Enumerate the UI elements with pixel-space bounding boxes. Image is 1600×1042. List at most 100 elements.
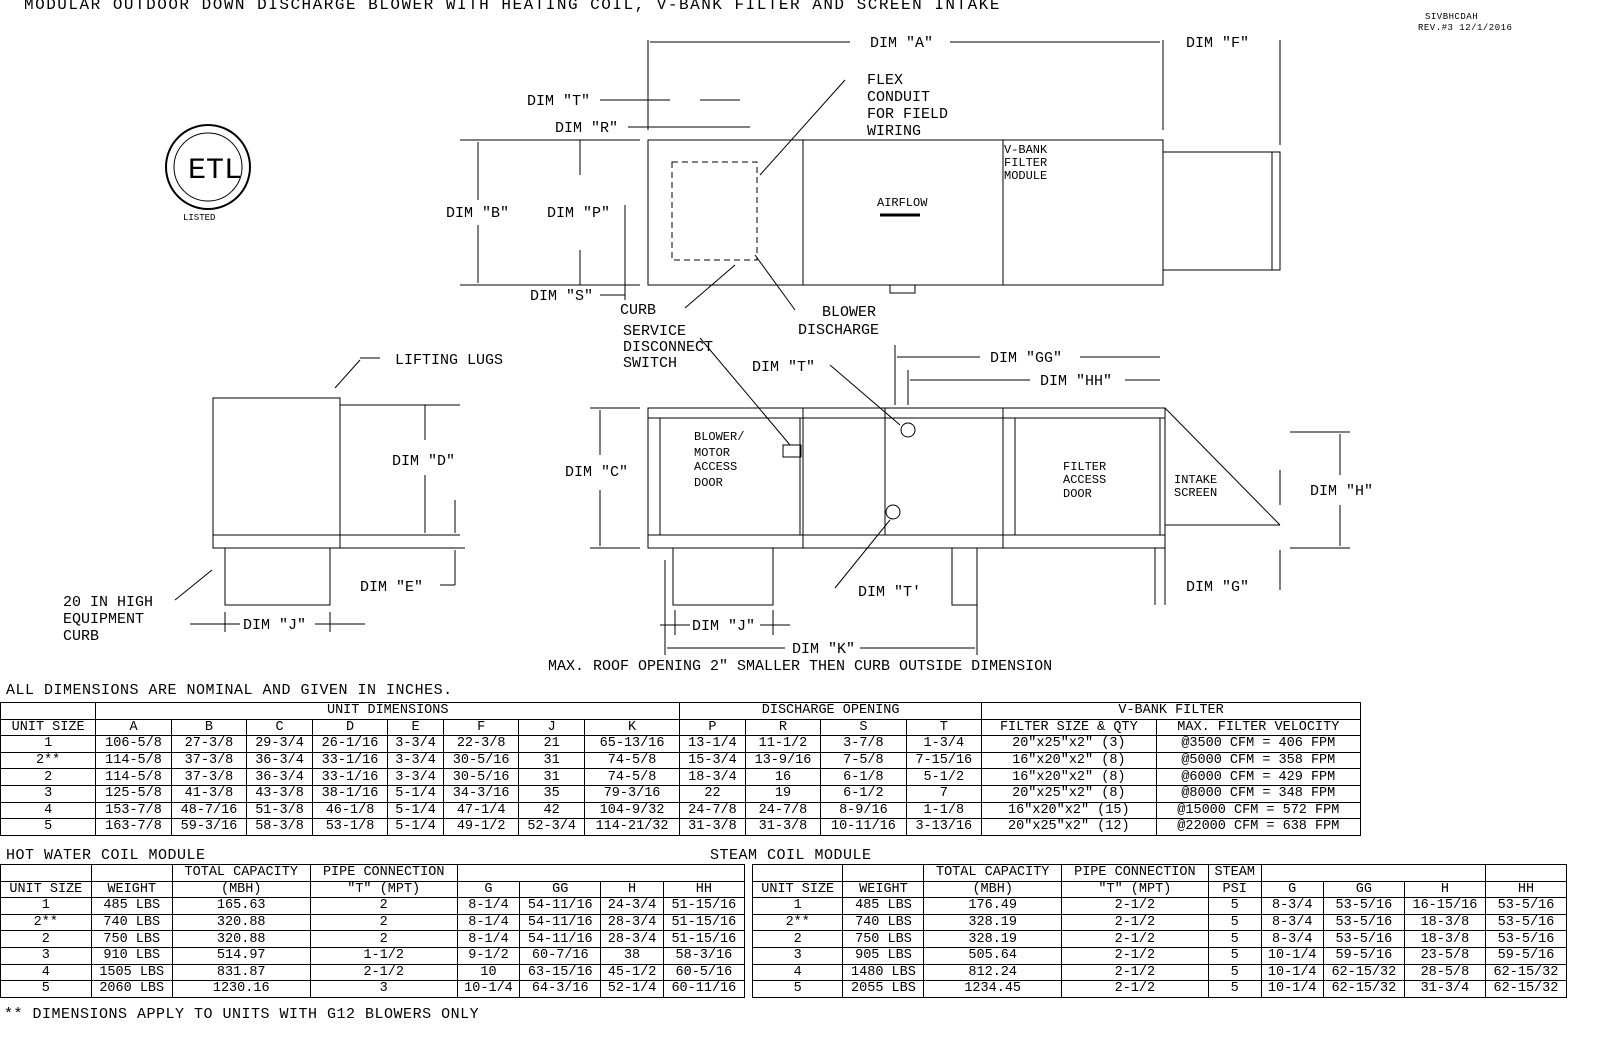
blower-discharge-label: BLOWER [822,304,876,321]
airflow-label: AIRFLOW [877,196,928,210]
dim-r-label: DIM "R" [555,120,618,137]
table-cell: 3-7/8 [820,735,907,753]
column-header: WEIGHT [842,880,925,899]
vbank-label: V-BANK [1004,143,1048,157]
table-cell: 16 [744,768,822,786]
table-cell: 64-3/16 [519,980,602,998]
table-cell: 3-3/4 [387,735,444,753]
table-cell: 2-1/2 [309,963,458,982]
table-cell: 2** [0,751,97,770]
table-cell: 62-15/32 [1322,980,1405,998]
blower-door-label: BLOWER/ [694,430,744,444]
table-cell: 60-5/16 [662,963,746,982]
table-cell: 6-1/2 [820,784,907,803]
table-cell: 3-3/4 [387,768,444,786]
dimensions-note: ALL DIMENSIONS ARE NOMINAL AND GIVEN IN … [6,682,453,699]
column-header: MAX. FILTER VELOCITY [1155,718,1362,737]
table-cell: 62-15/32 [1484,963,1568,982]
table-cell: 31 [518,751,585,770]
column-header: A [95,718,172,737]
table-cell: 176.49 [923,897,1062,915]
table-cell: 28-3/4 [600,930,664,948]
table-cell: 15-3/4 [679,751,746,770]
table-cell: 13-1/4 [679,735,746,753]
table-cell: 5 [1207,930,1262,948]
table-cell: 10-1/4 [1260,946,1324,965]
equipment-curb-label: CURB [63,628,99,645]
table-cell: 3 [751,946,844,965]
dim-h-label: DIM "H" [1310,483,1373,500]
table-cell: 58-3/8 [246,818,313,836]
table-cell: 1 [751,897,844,915]
column-header: UNIT SIZE [751,880,844,899]
table-cell: 4 [751,963,844,982]
dim-t-label: DIM "T" [752,359,815,376]
hot-water-title: HOT WATER COIL MODULE [6,847,206,864]
table-cell: 10 [456,963,521,982]
svg-text:ETL: ETL [188,154,242,188]
table-group-header-row: UNIT DIMENSIONS DISCHARGE OPENING V-BANK… [0,702,1361,720]
flex-conduit-label: CONDUIT [867,89,930,106]
table-cell: 41-3/8 [170,784,248,803]
table-cell: 51-15/16 [662,930,746,948]
column-header: (MBH) [171,880,311,899]
top-view: DIM "A" DIM "F" DIM "T" DIM "R" DIM "B" … [446,35,1281,339]
column-header: PSI [1207,880,1262,899]
table-cell: 38 [600,946,664,965]
table-cell: 2-1/2 [1060,913,1209,932]
lifting-lugs-label: LIFTING LUGS [395,352,503,369]
table-cell: 36-3/4 [246,751,313,770]
table-cell: 54-11/16 [519,930,602,948]
filter-door-label: DOOR [1063,487,1092,501]
table-cell: 43-3/8 [246,784,313,803]
table-cell: 8-1/4 [456,930,521,948]
table-cell: 59-3/16 [170,818,248,836]
table-cell: 5-1/2 [905,768,983,786]
top-header: PIPE CONNECTION [309,864,458,882]
table-cell: 5 [751,980,844,998]
table-cell: 750 LBS [842,930,925,948]
table-cell: 11-1/2 [744,735,822,753]
table-cell: 1234.45 [923,980,1062,998]
top-header: TOTAL CAPACITY [171,864,311,882]
dim-j-label: DIM "J" [692,618,755,635]
etl-logo: ETL LISTED [165,124,251,223]
table-cell: 125-5/8 [95,784,172,803]
table-cell: @22000 CFM = 638 FPM [1155,818,1362,836]
table-cell: 31-3/4 [1403,980,1486,998]
revision: REV.#3 12/1/2016 [1418,23,1513,33]
table-cell: 114-5/8 [95,751,172,770]
table-cell: 153-7/8 [95,801,172,820]
table-cell: 328.19 [923,913,1062,932]
table-cell: 53-5/16 [1322,897,1405,915]
drawing-title: MODULAR OUTDOOR DOWN DISCHARGE BLOWER WI… [24,0,1001,14]
top-header: TOTAL CAPACITY [923,864,1062,882]
table-cell: 45-1/2 [600,963,664,982]
table-cell: 2-1/2 [1060,897,1209,915]
column-header: "T" (MPT) [1060,880,1209,899]
table-cell: @6000 CFM = 429 FPM [1155,768,1362,786]
table-cell: 24-7/8 [679,801,746,820]
column-header: S [820,718,907,737]
table-cell: 16"x20"x2" (8) [981,768,1157,786]
table-cell: 10-1/4 [456,980,521,998]
table-cell: 910 LBS [90,946,173,965]
table-cell: 20"x25"x2" (3) [981,735,1157,753]
flex-conduit-label: FLEX [867,72,903,89]
table-cell: 1230.16 [171,980,311,998]
table-cell: 10-11/16 [820,818,907,836]
unit-dimensions-table: UNIT DIMENSIONS DISCHARGE OPENING V-BANK… [0,702,1362,836]
top-header: STEAM [1207,864,1262,882]
table-cell: 28-5/8 [1403,963,1486,982]
flex-conduit-label: FOR FIELD [867,106,948,123]
table-cell: 18-3/4 [679,768,746,786]
table-cell: 1-3/4 [905,735,983,753]
dim-j-label: DIM "J" [243,617,306,634]
